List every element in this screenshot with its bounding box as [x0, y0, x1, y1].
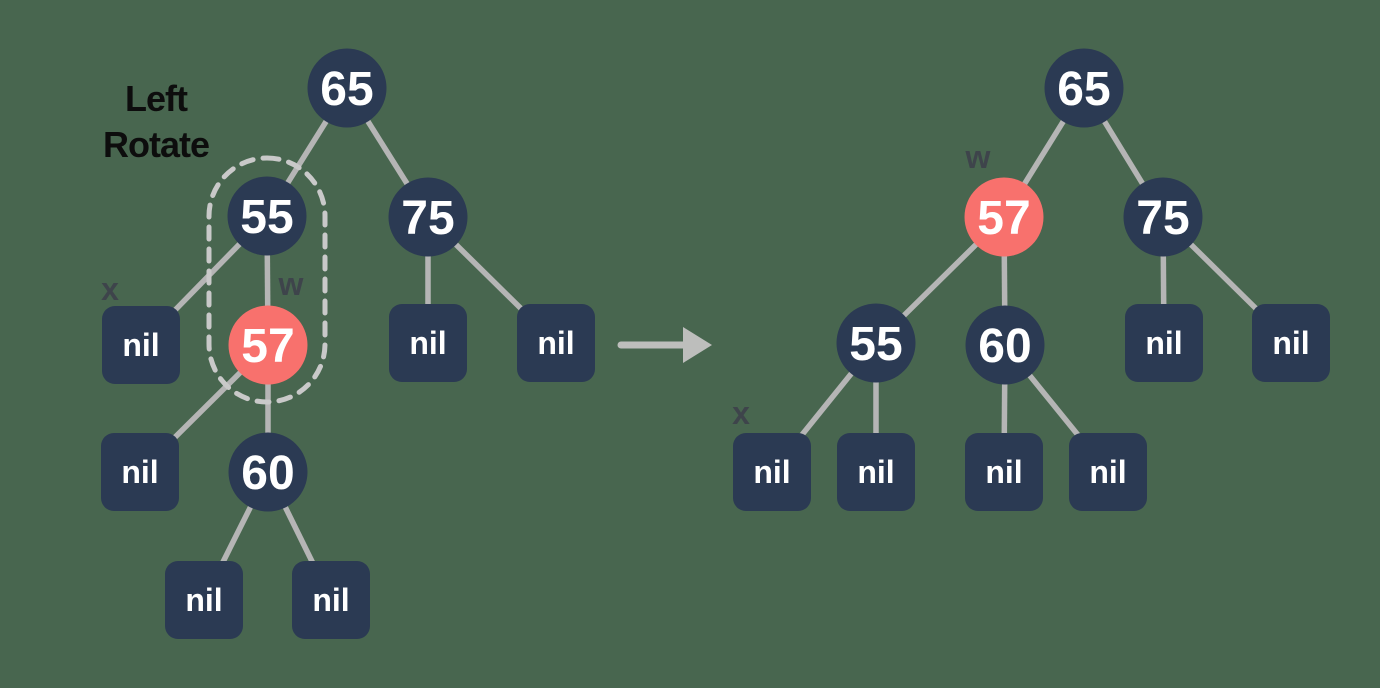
tree-node-after-65 [1044, 48, 1124, 128]
tree-node-label: 65 [1057, 63, 1110, 116]
nil-box-after [1252, 304, 1330, 382]
pointer-label-w: w [965, 139, 991, 175]
tree-node-label: 60 [241, 447, 294, 500]
tree-node-before-75 [388, 177, 468, 257]
nil-box-after [965, 433, 1043, 511]
nil-box-label: nil [857, 454, 894, 490]
pointer-label-x: x [732, 395, 750, 431]
tree-node-before-55 [227, 176, 307, 256]
pointer-label-x: x [101, 271, 119, 307]
nil-box-before [389, 304, 467, 382]
tree-node-before-57 [228, 305, 308, 385]
tree-node-after-75 [1123, 177, 1203, 257]
nil-box-label: nil [1145, 325, 1182, 361]
nil-box-after [837, 433, 915, 511]
tree-node-label: 55 [240, 191, 293, 244]
nil-box-label: nil [985, 454, 1022, 490]
tree-node-label: 60 [978, 320, 1031, 373]
nil-box-before [102, 306, 180, 384]
tree-node-before-60 [228, 432, 308, 512]
tree-node-label: 75 [1136, 192, 1189, 245]
tree-node-label: 55 [849, 318, 902, 371]
nil-box-after [733, 433, 811, 511]
pointer-label-w: w [278, 266, 304, 302]
nil-box-before [517, 304, 595, 382]
highlight-ring [206, 155, 328, 405]
tree-node-before-65 [307, 48, 387, 128]
tree-node-label: 65 [320, 63, 373, 116]
nil-box-label: nil [312, 582, 349, 618]
nil-box-label: nil [121, 454, 158, 490]
nil-box-before [292, 561, 370, 639]
nil-box-label: nil [1089, 454, 1126, 490]
nil-box-label: nil [537, 325, 574, 361]
nil-box-after [1125, 304, 1203, 382]
tree-node-after-55 [836, 303, 916, 383]
nil-box-before [165, 561, 243, 639]
nil-box-after [1069, 433, 1147, 511]
nil-box-before [101, 433, 179, 511]
transform-arrow-head [683, 327, 712, 363]
nil-box-label: nil [122, 327, 159, 363]
nil-box-label: nil [185, 582, 222, 618]
nil-box-label: nil [753, 454, 790, 490]
tree-node-label: 57 [241, 320, 294, 373]
nil-box-label: nil [1272, 325, 1309, 361]
tree-node-after-57 [964, 177, 1044, 257]
tree-node-label: 75 [401, 192, 454, 245]
diagram-title: Left Rotate [102, 78, 210, 165]
nil-box-label: nil [409, 325, 446, 361]
tree-node-after-60 [965, 305, 1045, 385]
tree-node-label: 57 [977, 192, 1030, 245]
